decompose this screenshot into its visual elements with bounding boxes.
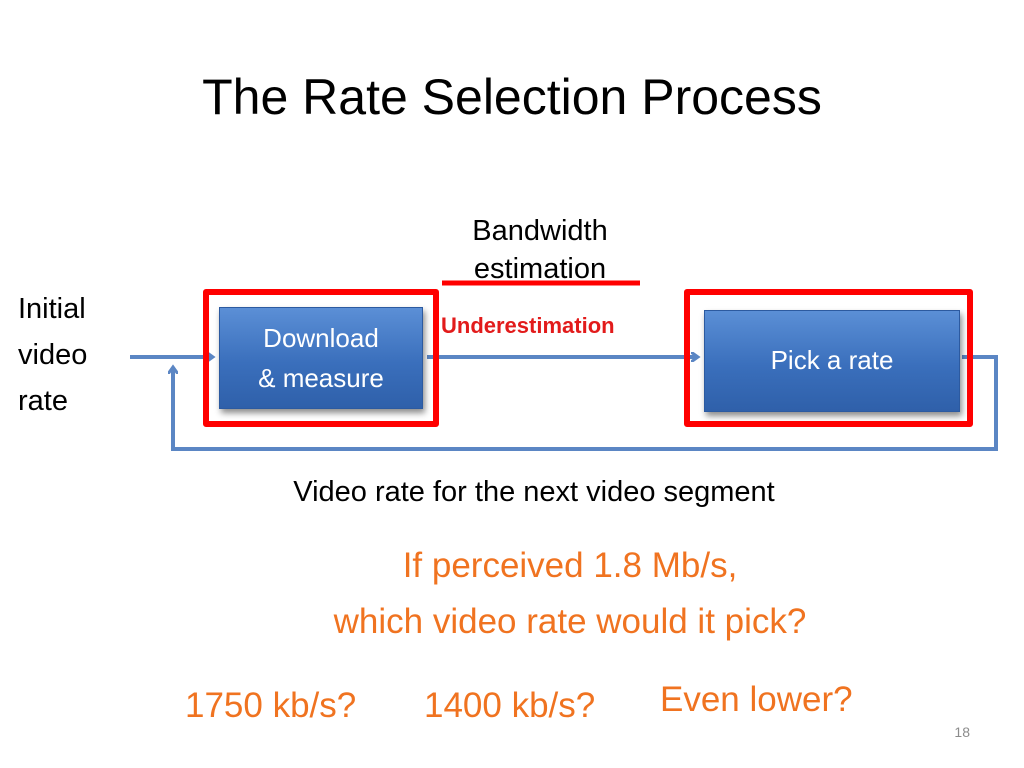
slide-title: The Rate Selection Process: [202, 69, 822, 125]
initial-label-line: Initial: [18, 293, 86, 325]
bandwidth-estimation-label: Bandwidth estimation: [440, 212, 640, 288]
option-1750: 1750 kb/s?: [185, 686, 357, 725]
underestimation-label: Underestimation: [441, 313, 615, 338]
question-line-2: which video rate would it pick?: [333, 602, 807, 641]
feedback-caption: Video rate for the next video segment: [293, 476, 775, 508]
download-measure-box: Download & measure: [219, 307, 423, 409]
initial-label-line: video: [18, 339, 88, 371]
question-line-1: If perceived 1.8 Mb/s,: [402, 546, 738, 585]
feedback-loop-arrow: [173, 355, 998, 451]
initial-label-line: rate: [18, 385, 68, 417]
download-highlight-frame: [203, 289, 439, 427]
bandwidth-label-line: Bandwidth: [472, 215, 608, 247]
download-box-line: Download: [263, 323, 379, 353]
pick-rate-box: Pick a rate: [704, 310, 960, 412]
option-even-lower: Even lower?: [660, 680, 853, 719]
page-number: 18: [954, 724, 970, 740]
pick-box-label: Pick a rate: [770, 345, 894, 375]
estimation-struck-label: estimation: [473, 253, 607, 285]
initial-video-rate-label: Initial video rate: [18, 286, 128, 424]
download-box-line: & measure: [258, 363, 384, 393]
pick-highlight-frame: [684, 289, 973, 427]
option-1400: 1400 kb/s?: [424, 686, 596, 725]
